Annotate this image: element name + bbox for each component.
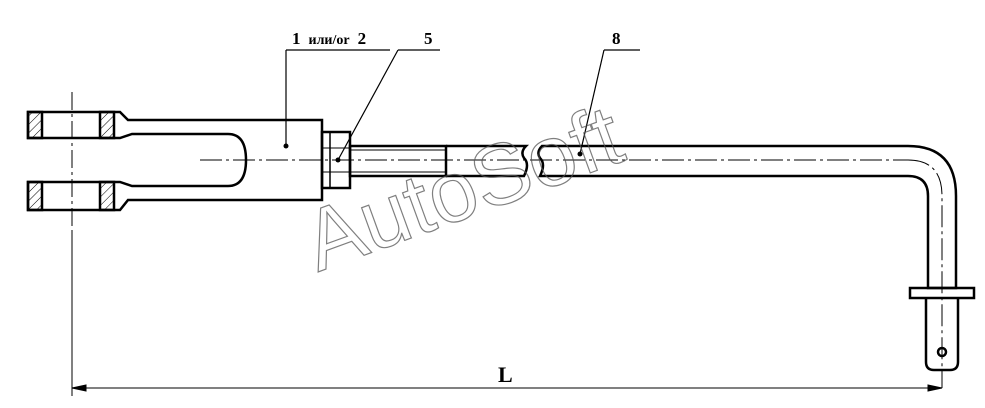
callout-part8: 8 — [612, 29, 621, 48]
center-lines — [200, 159, 943, 388]
clevis-fork — [26, 92, 324, 230]
leader-lines — [285, 49, 640, 161]
callout-part1: 1 или/or 2 — [292, 29, 366, 48]
dimension-label: L — [498, 362, 513, 387]
watermark-logo: AutoSoft — [292, 87, 635, 290]
leader-dots — [283, 143, 583, 163]
dimension-l — [71, 230, 943, 396]
threaded-rod-section — [348, 144, 448, 178]
rod — [446, 144, 958, 290]
callout-part5: 5 — [424, 29, 433, 48]
